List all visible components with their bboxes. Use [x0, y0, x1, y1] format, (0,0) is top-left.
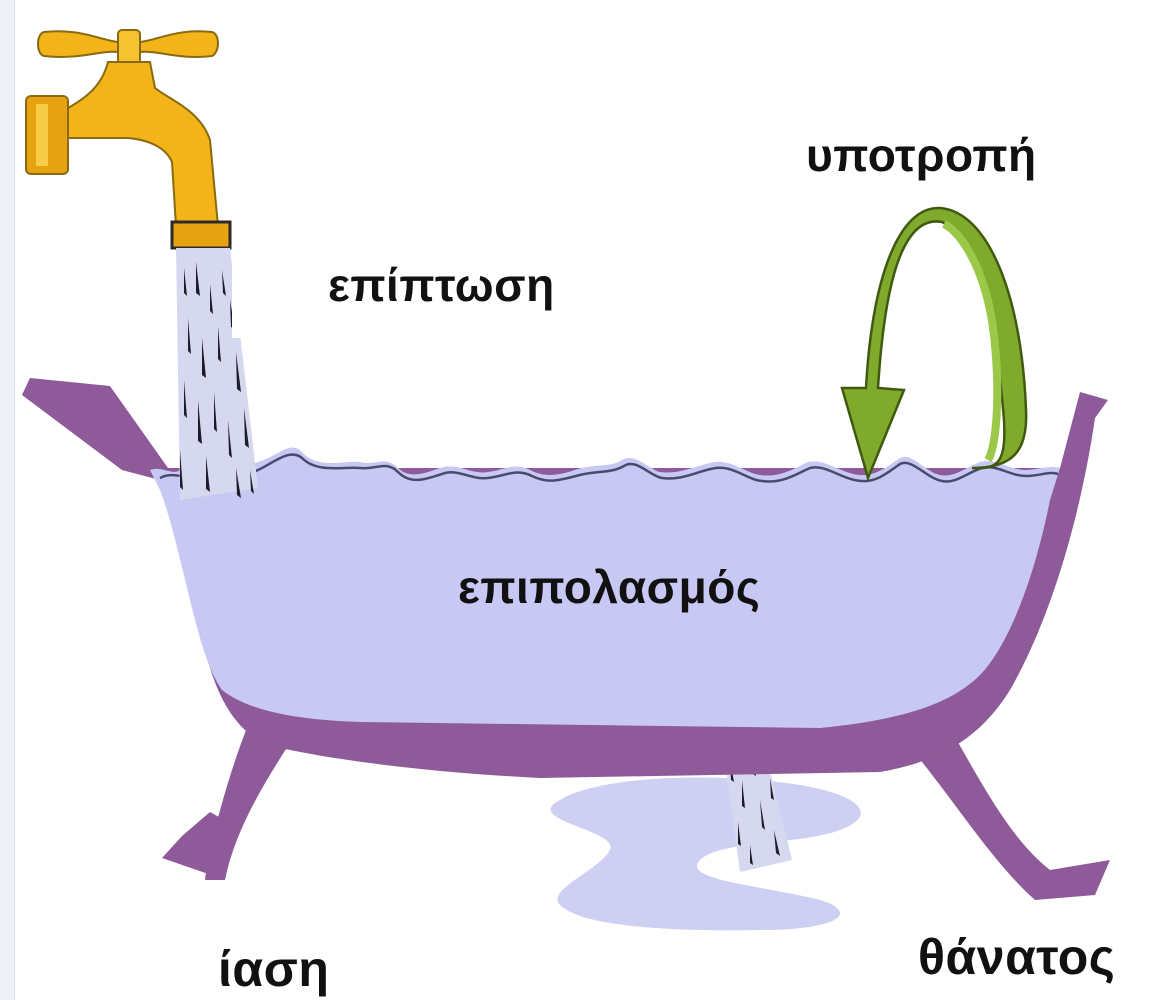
- puddle: [551, 777, 861, 930]
- label-prevalence: επιπολασμός: [458, 560, 760, 614]
- label-death: θάνατος: [918, 928, 1115, 986]
- curved-arrow-icon: [842, 208, 1026, 478]
- label-cure: ίαση: [218, 940, 329, 998]
- faucet-icon: [26, 30, 230, 248]
- label-incidence: επίπτωση: [328, 258, 555, 312]
- label-relapse: υποτροπή: [806, 128, 1037, 182]
